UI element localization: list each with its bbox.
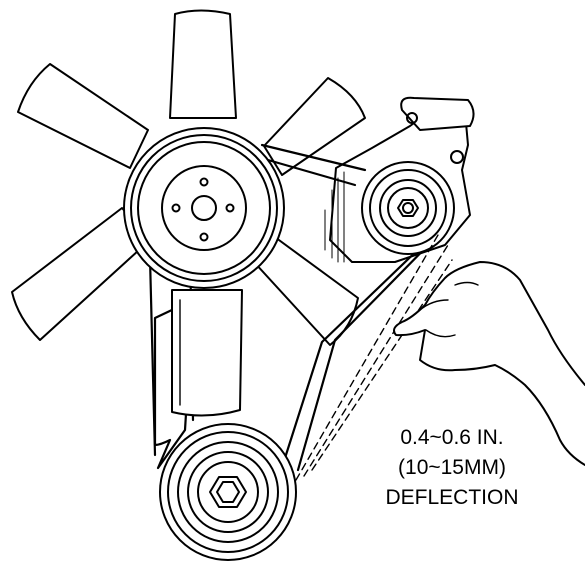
crank-pulley-ring-1 — [167, 431, 289, 553]
belt-top-run — [260, 143, 367, 187]
hand-pressing-belt — [393, 261, 585, 466]
fan-blade-bottom — [171, 289, 243, 417]
fan-pulley-rim-inner — [137, 141, 271, 275]
deflection-line-3 — [311, 259, 453, 471]
hand-knuckle-line-2 — [454, 281, 479, 286]
alt-pulley-nut-center — [402, 202, 414, 214]
alt-pulley-ring-1 — [369, 169, 447, 247]
crank-pulley-ring-4 — [197, 461, 259, 523]
fan-blade-upper-left — [17, 63, 149, 169]
deflection-spec-inches: 0.4~0.6 IN. — [400, 426, 504, 449]
deflection-line-2 — [303, 244, 449, 477]
crank-pulley-ring-2 — [177, 441, 279, 543]
hand-knuckle-line-1 — [419, 299, 449, 311]
fan-hub-bolt-bottom — [199, 232, 209, 242]
deflection-guides — [295, 234, 453, 481]
crank-pulley-outer — [159, 423, 297, 561]
alternator-pulley — [361, 161, 455, 255]
alt-pulley-outer — [361, 161, 455, 255]
fan-hub-center-bore — [191, 195, 217, 221]
alternator-mounting-bracket — [400, 96, 475, 131]
fan-hub-bolt-top — [199, 177, 209, 187]
deflection-spec-millimeters: (10~15MM) — [398, 456, 506, 479]
fan-pulley-rim-groove — [130, 134, 278, 282]
fan-hub-bolt-left — [171, 203, 181, 213]
crank-pulley-nut — [209, 476, 247, 508]
fan-blade-lower-left — [11, 207, 151, 341]
housing-ribs — [324, 171, 345, 263]
crank-pulley-nut-inner — [216, 481, 240, 503]
hand-thumb-line — [425, 329, 456, 338]
fan-pulley-rim-outer — [123, 127, 285, 289]
alt-pulley-ring-3 — [387, 187, 429, 229]
fan-hub-face — [161, 165, 247, 251]
alt-pulley-nut — [397, 199, 419, 217]
deflection-label: DEFLECTION — [385, 486, 519, 509]
fan-hub-bolt-right — [225, 203, 235, 213]
crank-pulley-ring-3 — [187, 451, 269, 533]
bracket-bolt-2 — [450, 150, 464, 164]
bracket-bolt-1 — [406, 112, 418, 124]
alt-pulley-ring-2 — [379, 179, 437, 237]
fan-blade-top — [169, 9, 237, 119]
belt-right-run-inner — [283, 238, 430, 460]
crankshaft-pulley — [159, 423, 297, 561]
hand-outline — [393, 261, 585, 466]
belt-right-run-outer — [296, 226, 447, 472]
fan-pulley — [123, 127, 285, 289]
